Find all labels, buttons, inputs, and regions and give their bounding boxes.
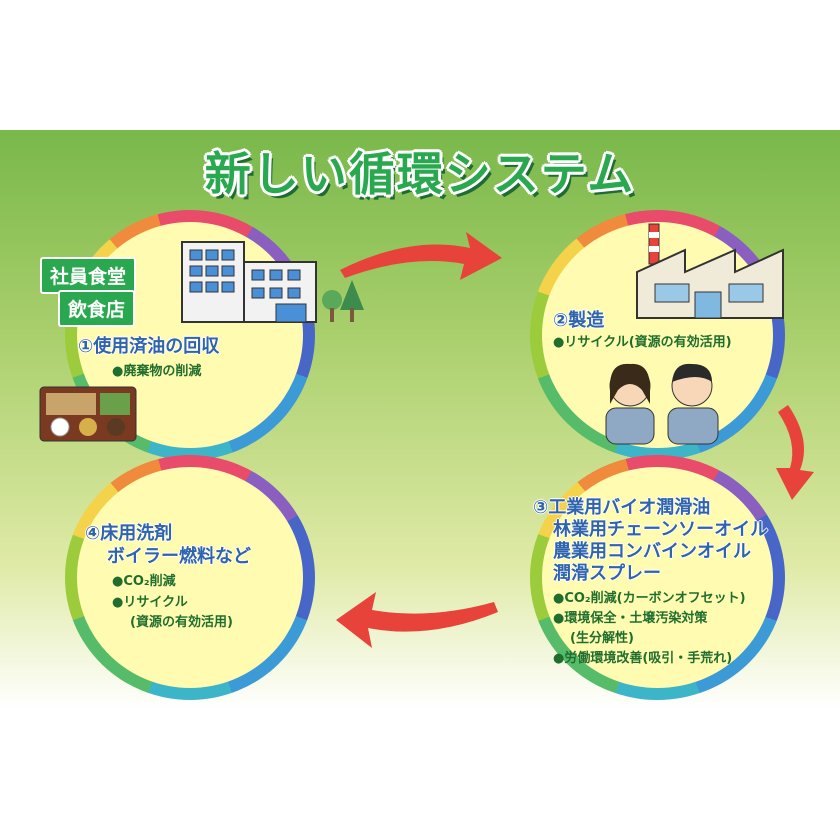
step1-heading: ①使用済油の回収 <box>78 336 220 357</box>
workers-icon <box>605 363 719 445</box>
tag-cafeteria: 社員食堂 <box>40 257 137 294</box>
step3-bullet-2: ●環境保全・土壌汚染対策 <box>553 611 708 626</box>
step3-heading-2: 林業用チェーンソーオイル <box>553 519 769 540</box>
step4-heading-1: ④床用洗剤 <box>85 523 173 544</box>
arrow-down-icon <box>776 405 814 500</box>
bento-box-icon <box>39 386 137 442</box>
step4-bullet-1: ●CO₂削減 <box>112 574 176 589</box>
page-title: 新しい循環システム <box>204 147 636 201</box>
office-building-icon <box>181 241 364 323</box>
step3-bullet-1: ●CO₂削減(カーボンオフセット) <box>553 591 746 606</box>
step3-bullet-4: ●労働環境改善(吸引・手荒れ) <box>553 651 733 666</box>
step3-heading-3: 農業用コンバインオイル <box>553 541 751 562</box>
arrow-right-icon <box>340 232 502 280</box>
step3-heading-1: ③工業用バイオ潤滑油 <box>533 497 711 518</box>
step3-bullet-3: (生分解性) <box>570 631 634 646</box>
step1-bullet: ●廃棄物の削減 <box>112 364 202 379</box>
step4-bullet-3: (資源の有効活用) <box>130 615 233 630</box>
cycle-circle-3 <box>530 455 785 700</box>
arrow-left-icon <box>336 592 498 648</box>
tag-restaurant: 飲食店 <box>58 290 136 327</box>
cycle-circle-4 <box>65 455 315 700</box>
step3-heading-4: 潤滑スプレー <box>553 563 661 584</box>
step2-bullet: ●リサイクル(資源の有効活用) <box>553 335 732 350</box>
step2-heading: ②製造 <box>553 310 605 331</box>
step4-bullet-2: ●リサイクル <box>112 595 188 610</box>
step4-heading-2: ボイラー燃料など <box>107 546 251 567</box>
factory-icon <box>636 223 784 319</box>
